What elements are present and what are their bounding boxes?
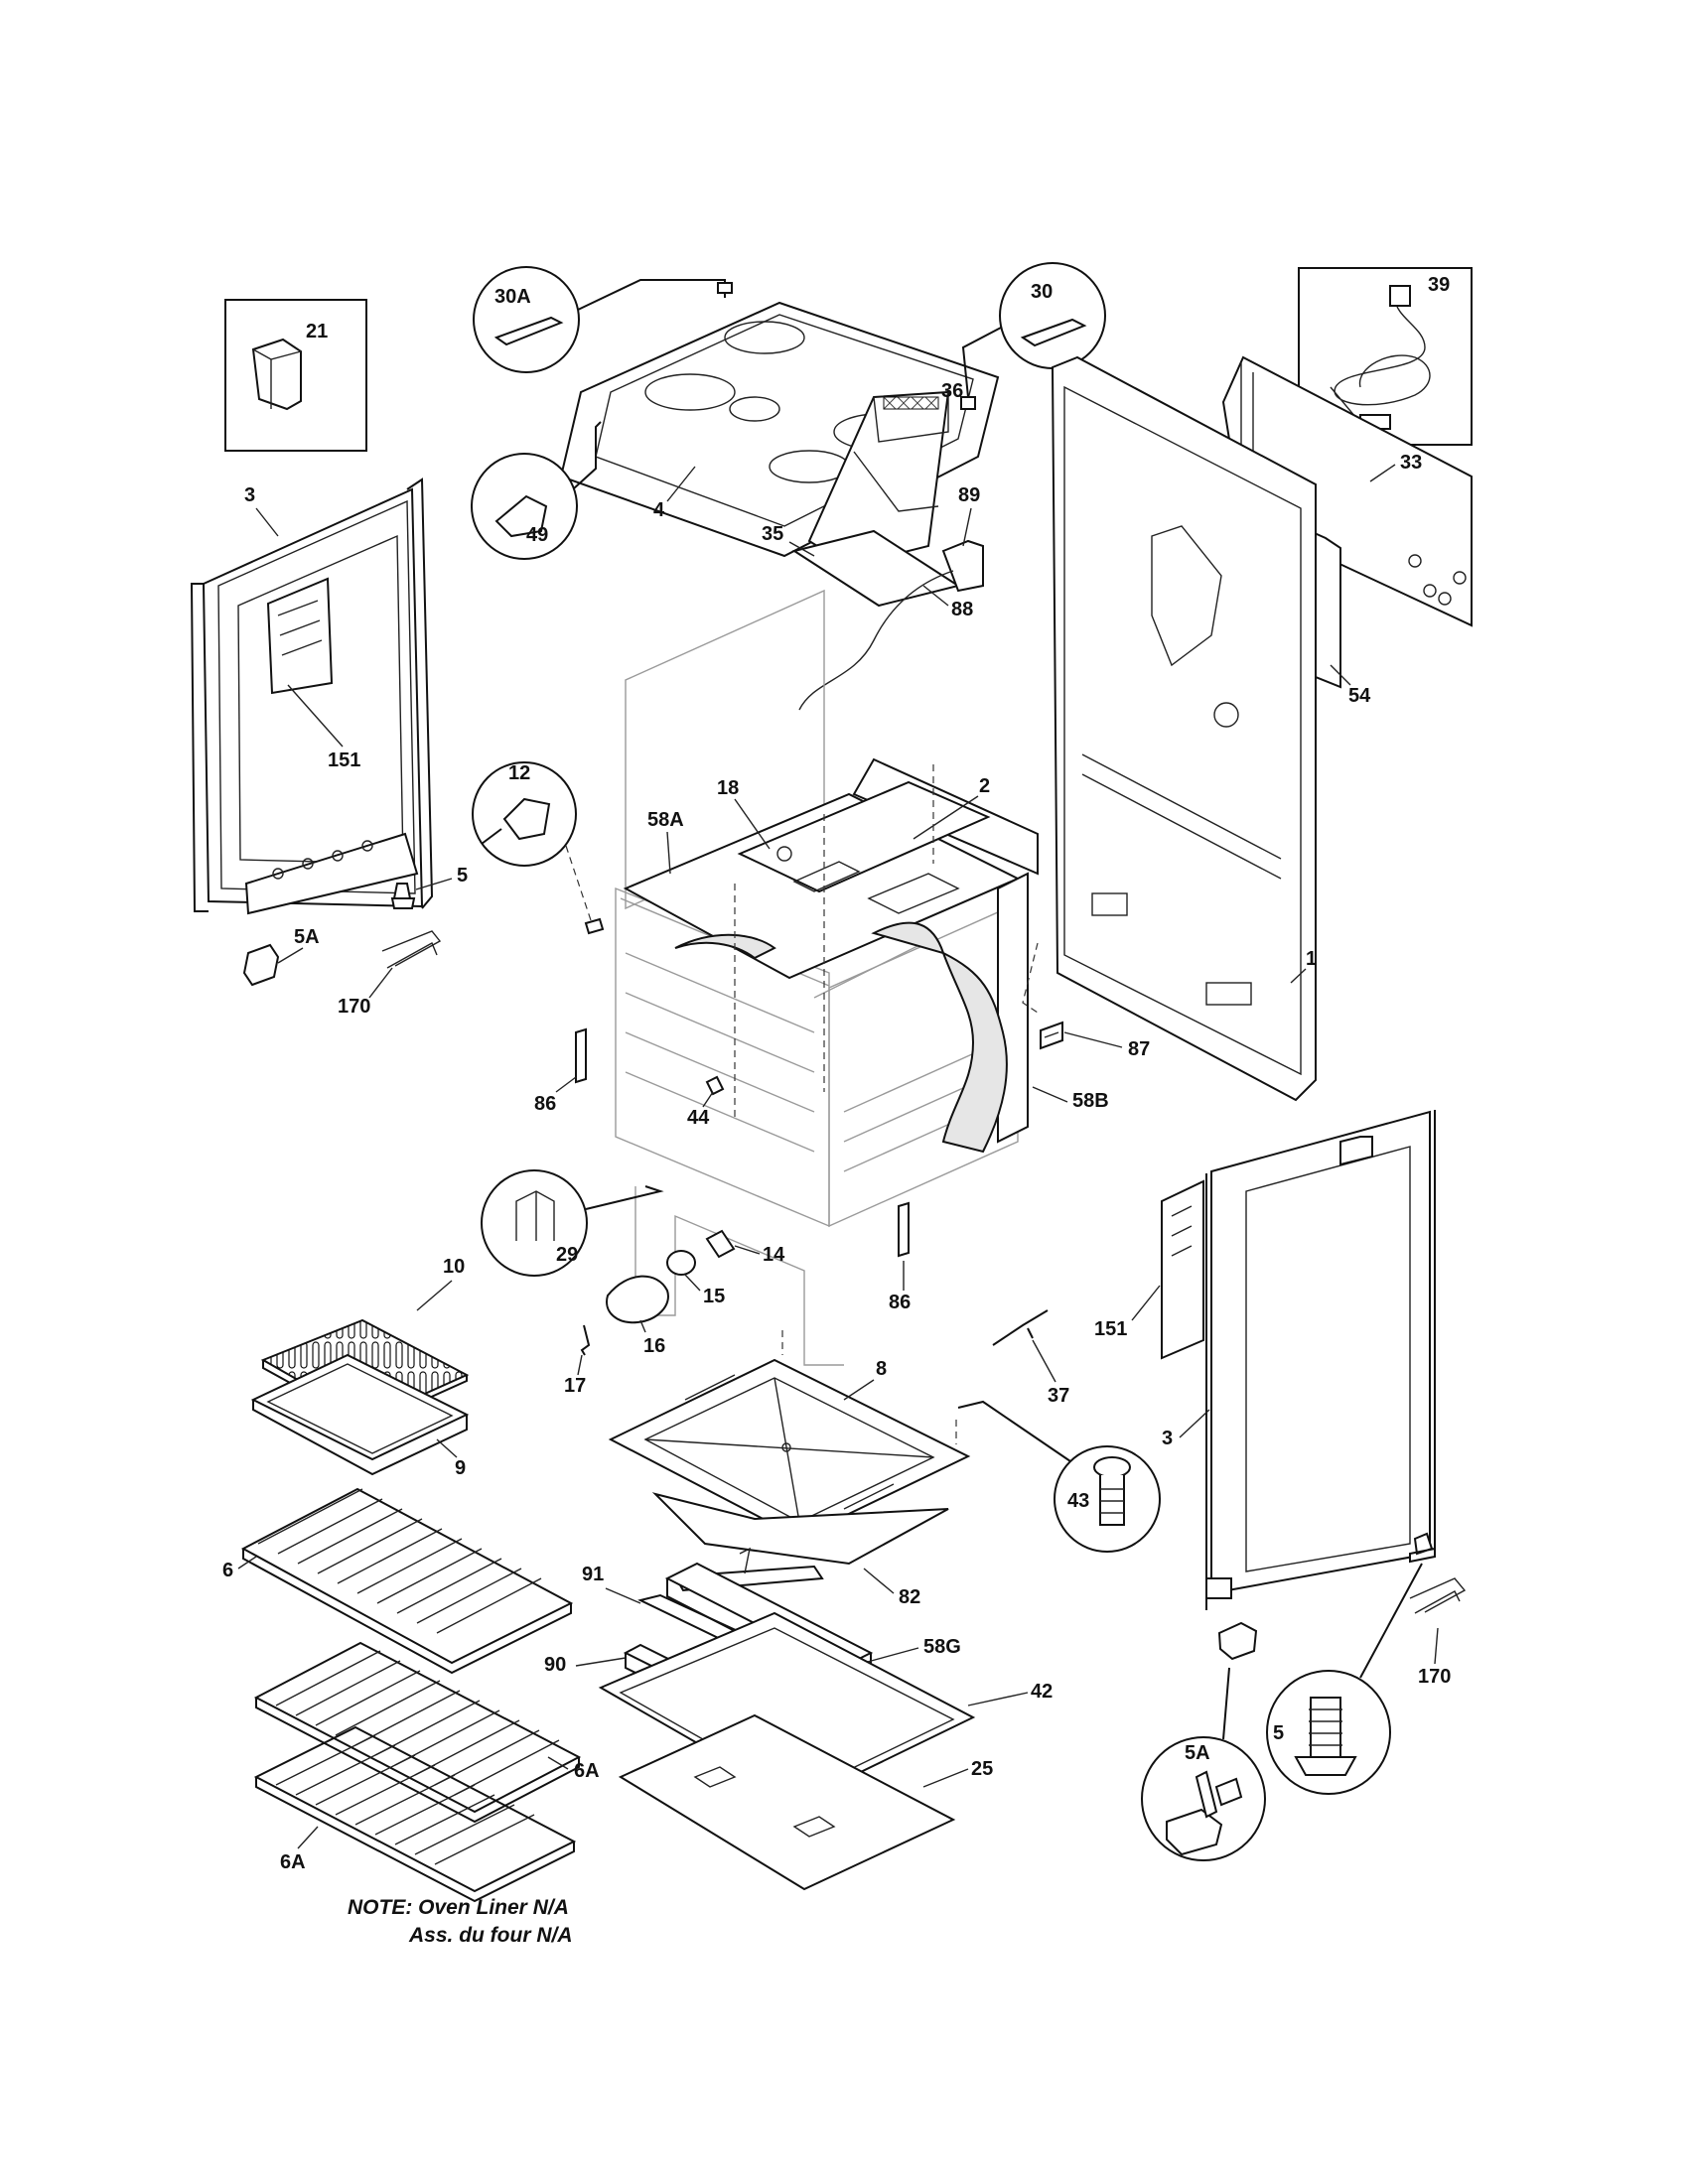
callout-25: 25	[971, 1758, 993, 1780]
callout-2: 2	[979, 775, 990, 797]
drawer-parts: 82 91 58G 90 42	[544, 1492, 1053, 1804]
callout-16: 16	[643, 1335, 665, 1357]
callout-58G: 58G	[923, 1636, 961, 1658]
oven-rack-6A-upper: 6A	[253, 1641, 600, 1824]
callout-4: 4	[653, 499, 665, 521]
oven-rack-6: 6	[222, 1487, 574, 1675]
callout-6: 6	[222, 1560, 233, 1581]
wire-37: 37	[992, 1309, 1069, 1407]
broiler-pan: 10 9	[250, 1256, 470, 1479]
callout-6A-upper: 6A	[574, 1760, 600, 1782]
callout-15: 15	[703, 1286, 725, 1307]
callout-58A: 58A	[647, 809, 684, 831]
note-line-1: NOTE: Oven Liner N/A	[348, 1896, 569, 1919]
note-line-2: Ass. du four N/A	[409, 1924, 573, 1947]
left-oven-door: 3 151	[190, 478, 434, 915]
callout-8: 8	[876, 1358, 887, 1380]
detail-circle-43: 43	[957, 1400, 1161, 1553]
callout-30A: 30A	[494, 286, 531, 308]
rack-supports: 86 86	[534, 1027, 911, 1313]
callout-39: 39	[1428, 274, 1450, 296]
callout-86-right: 86	[889, 1292, 911, 1313]
detail-circle-5: 5	[1266, 1563, 1423, 1795]
callout-35: 35	[762, 523, 783, 545]
callout-29: 29	[556, 1244, 578, 1266]
left-door-hinge-parts: 5 5A 170	[242, 865, 468, 1018]
callout-82: 82	[899, 1586, 920, 1608]
callout-151-left: 151	[328, 750, 360, 771]
callout-44: 44	[687, 1107, 710, 1129]
callout-170-left: 170	[338, 996, 370, 1018]
callout-87: 87	[1128, 1038, 1150, 1060]
inset-box-21: 21	[224, 299, 367, 452]
detail-circle-30A: 30A	[473, 266, 733, 373]
oven-bottom-panel-8: 8	[608, 1330, 971, 1540]
callout-30: 30	[1031, 281, 1053, 303]
callout-90: 90	[544, 1654, 566, 1676]
callout-5-left: 5	[457, 865, 468, 887]
callout-17: 17	[564, 1375, 586, 1397]
oven-insulation-wrap: 58A 18 2 58B 44	[623, 757, 1109, 1154]
callout-5A-right: 5A	[1185, 1742, 1210, 1764]
callout-89: 89	[958, 484, 980, 506]
callout-3-right: 3	[1162, 1428, 1173, 1449]
callout-21: 21	[306, 321, 328, 342]
callout-43: 43	[1067, 1490, 1089, 1512]
detail-circle-5A: 5A	[1141, 1667, 1266, 1861]
callout-36: 36	[941, 380, 963, 402]
callout-3-left: 3	[244, 484, 255, 506]
callout-12: 12	[508, 762, 530, 784]
callout-170-right: 170	[1418, 1666, 1451, 1688]
callout-9: 9	[455, 1457, 466, 1479]
callout-58B: 58B	[1072, 1090, 1109, 1112]
callout-14: 14	[763, 1244, 785, 1266]
callout-37: 37	[1048, 1385, 1069, 1407]
right-door-hinge-parts: 170	[1217, 1532, 1467, 1688]
callout-88: 88	[951, 599, 973, 620]
callout-91: 91	[582, 1564, 604, 1585]
callout-10: 10	[443, 1256, 465, 1278]
callout-33: 33	[1400, 452, 1422, 474]
callout-5A-left: 5A	[294, 926, 320, 948]
callout-1: 1	[1306, 948, 1317, 970]
callout-18: 18	[717, 777, 739, 799]
oven-light-assembly: 14 15 16 17	[564, 1229, 785, 1397]
bottom-cover-25: 25	[618, 1713, 993, 1891]
callout-54: 54	[1348, 685, 1371, 707]
back-panel: 1 87	[1040, 355, 1317, 1102]
right-door-liner-151: 151	[1094, 1179, 1204, 1360]
detail-circle-12: 12	[472, 761, 605, 935]
detail-circle-49: 49	[471, 421, 602, 560]
callout-49: 49	[526, 524, 548, 546]
oven-vent-assembly: 36 35 89 88	[762, 380, 984, 711]
callout-6A-lower: 6A	[280, 1851, 306, 1873]
detail-circle-30: 30	[960, 262, 1106, 410]
detail-circle-29: 29	[481, 1169, 664, 1277]
callout-151-right: 151	[1094, 1318, 1127, 1340]
callout-42: 42	[1031, 1681, 1053, 1703]
oven-rack-6A-lower: 6A	[253, 1725, 577, 1903]
right-oven-door: 3	[1162, 1110, 1436, 1610]
callout-86-left: 86	[534, 1093, 556, 1115]
callout-5-right: 5	[1273, 1722, 1284, 1744]
